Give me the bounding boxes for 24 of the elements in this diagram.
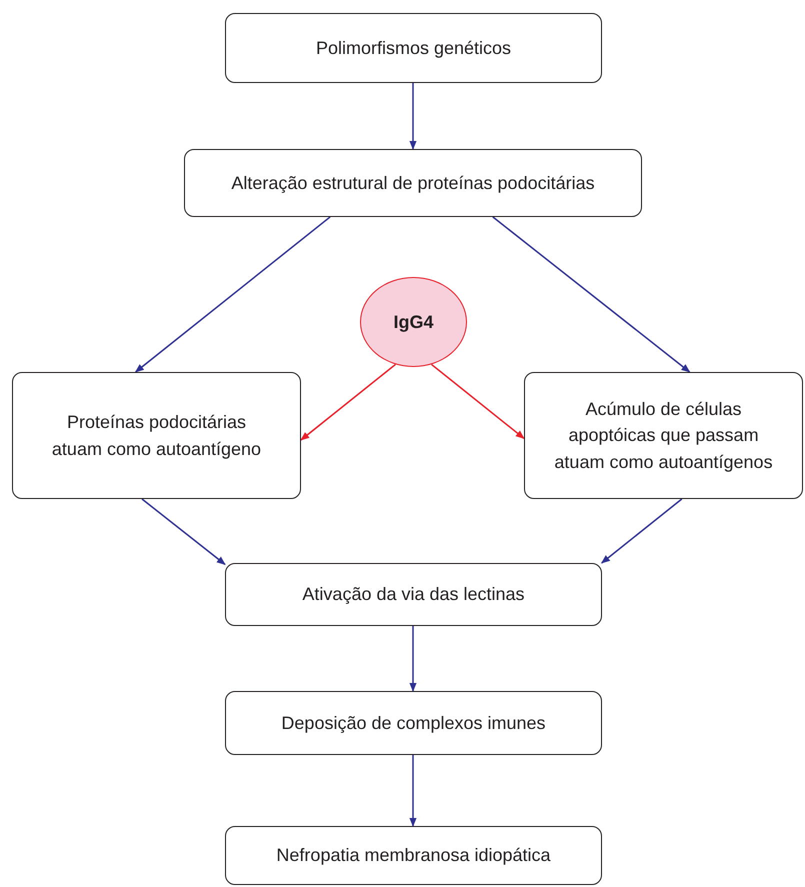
process-box: [225, 826, 602, 885]
arrow: [134, 216, 331, 373]
node-text: Alteração estrutural de proteínas podocitárias: [230, 172, 596, 195]
arrow: [492, 216, 690, 373]
node-text: Nefropatia membranosa idiopática: [275, 844, 552, 868]
node-text: Ativação da via das lectinas: [301, 583, 526, 606]
process-box: [184, 149, 642, 217]
node-text: Polimorfismos genéticos: [314, 36, 512, 60]
node-text: Proteínas podocitárias atuam como autoantígeno: [50, 411, 262, 461]
process-box: [12, 372, 301, 499]
node-label: IgG4: [392, 310, 434, 334]
process-box: [225, 563, 602, 626]
node-text: Deposição de complexos imunes: [280, 712, 547, 735]
arrow: [300, 364, 396, 441]
arrow: [431, 364, 525, 439]
process-box: [524, 372, 803, 499]
arrow: [142, 498, 226, 565]
arrow: [409, 83, 417, 150]
arrow: [409, 755, 417, 827]
node-text: Acúmulo de células apoptóicas que passam atuam como autoantígenos: [553, 398, 774, 474]
arrow: [601, 498, 682, 564]
arrow: [409, 626, 417, 692]
process-box: [225, 13, 602, 83]
process-box: [225, 691, 602, 755]
